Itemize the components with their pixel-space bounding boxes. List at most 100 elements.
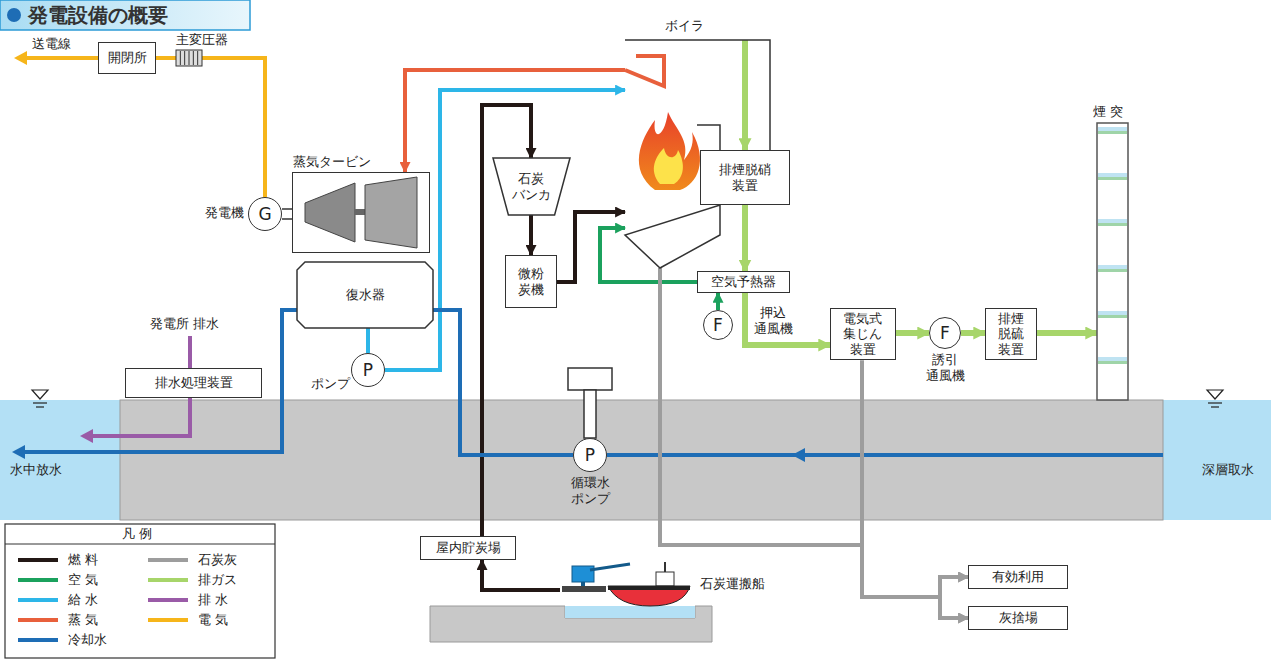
drawing-part bbox=[1098, 361, 1127, 364]
flow-connector bbox=[862, 360, 968, 597]
drawing-part bbox=[193, 51, 194, 65]
node-label: 空気予熱器 bbox=[711, 274, 776, 290]
node-label: F bbox=[713, 315, 723, 335]
drawing-part bbox=[1098, 131, 1127, 134]
condenser: 復水器 bbox=[297, 262, 433, 328]
drawing-part bbox=[1098, 127, 1127, 131]
legend-entry: 排 水 bbox=[148, 592, 273, 608]
node-caption: 発電機 bbox=[205, 205, 244, 221]
flow-connector bbox=[156, 56, 176, 60]
ground-platform bbox=[120, 400, 1163, 520]
flow-arrow bbox=[80, 429, 93, 443]
water-label: 水中放水 bbox=[10, 462, 62, 478]
node-label: F bbox=[940, 323, 950, 343]
desulfurization-box: 排煙 脱硫 装置 bbox=[985, 308, 1037, 361]
node-text-block: F bbox=[713, 315, 723, 335]
drawing-part bbox=[1098, 223, 1127, 226]
transformer-symbol: 主変圧器 bbox=[176, 50, 202, 66]
drawing-part bbox=[197, 51, 198, 65]
flow-connector bbox=[660, 268, 968, 618]
drawing-part bbox=[176, 50, 202, 66]
drawing-part bbox=[184, 51, 185, 65]
legend-box bbox=[5, 524, 275, 658]
turbine-outline bbox=[293, 173, 429, 252]
legend-text: 排ガス bbox=[198, 572, 237, 588]
fan-symbol: F押込 通風機 bbox=[703, 310, 733, 340]
drawing-part bbox=[1097, 123, 1128, 400]
node-label: 排煙脱硝 装置 bbox=[717, 162, 773, 193]
node-caption: ポンプ bbox=[311, 376, 350, 392]
legend-text: 空 気 bbox=[68, 572, 98, 588]
node-text-block: 電気式 集じん 装置 bbox=[842, 311, 885, 358]
wastewater-box: 排水処理装置 bbox=[125, 368, 262, 398]
denitration-box: 排煙脱硝 装置 bbox=[700, 150, 790, 205]
coal-ship: 石炭運搬船 bbox=[560, 558, 692, 606]
generator-symbol: G発電機 bbox=[248, 197, 282, 231]
node-caption: ボイラ bbox=[665, 18, 704, 34]
drawing-part bbox=[282, 218, 292, 220]
title-tab bbox=[0, 0, 250, 30]
steam-coil bbox=[625, 56, 664, 86]
drawing-part bbox=[590, 564, 630, 570]
node-text-block: 有効利用 bbox=[992, 569, 1044, 585]
flame bbox=[639, 112, 700, 190]
drawing-part bbox=[297, 262, 433, 328]
drawing-part bbox=[36, 406, 44, 407]
drawing-part bbox=[608, 586, 690, 606]
node-text-block: 微粉 炭機 bbox=[516, 266, 546, 297]
legend-entry: 蒸 気 bbox=[18, 612, 143, 628]
flow-connector bbox=[745, 293, 830, 345]
drawing-part bbox=[608, 586, 690, 590]
node-label: P bbox=[585, 445, 595, 465]
node-text-block: 灰捨場 bbox=[999, 610, 1038, 626]
drawing-part bbox=[180, 51, 181, 65]
sea-right bbox=[1163, 400, 1271, 520]
node-caption: 蒸気タービン bbox=[293, 154, 371, 170]
node-label: 灰捨場 bbox=[999, 610, 1038, 626]
drawing-part bbox=[1098, 315, 1127, 318]
flow-connector bbox=[482, 560, 560, 590]
pump-symbol: P循環水 ポンプ bbox=[573, 438, 607, 472]
node-caption: 石炭運搬船 bbox=[700, 576, 765, 592]
drawing-part bbox=[305, 183, 355, 242]
legend-text: 電 気 bbox=[198, 612, 228, 628]
air-preheater-box: 空気予熱器 bbox=[697, 271, 790, 293]
node-text-block: 復水器 bbox=[346, 287, 385, 303]
node-label: 排煙 脱硫 装置 bbox=[996, 311, 1026, 358]
drawing-part bbox=[1211, 406, 1219, 407]
flow-connector bbox=[742, 205, 748, 271]
flow-connector bbox=[557, 212, 625, 282]
legend-swatch bbox=[148, 598, 188, 602]
drawing-part bbox=[1098, 173, 1127, 177]
node-text-block: G bbox=[258, 204, 271, 224]
flame-core bbox=[654, 148, 683, 184]
legend-entry: 石炭灰 bbox=[148, 552, 273, 568]
drawing-part bbox=[1098, 269, 1127, 272]
pump-shaft bbox=[584, 390, 596, 438]
coal-bunker: 石炭 バンカ bbox=[493, 158, 570, 215]
flow-connector bbox=[1037, 330, 1097, 336]
line-label: 送電線 bbox=[32, 36, 71, 52]
ash-disposal-box: 灰捨場 bbox=[968, 606, 1068, 630]
drawing-part bbox=[282, 208, 292, 210]
flow-connector bbox=[433, 310, 573, 455]
drawing-part bbox=[664, 562, 666, 572]
pulverizer-box: 微粉 炭機 bbox=[505, 255, 557, 308]
legend-entry: 冷却水 bbox=[18, 632, 143, 648]
drawing-part bbox=[1098, 219, 1127, 223]
legend-swatch bbox=[148, 578, 188, 582]
node-caption: 循環水 ポンプ bbox=[569, 475, 612, 506]
drawing-part bbox=[189, 51, 190, 65]
chimney-outline bbox=[1097, 123, 1128, 400]
node-label: 有効利用 bbox=[992, 569, 1044, 585]
flow-arrow bbox=[14, 51, 27, 65]
node-label: 微粉 炭機 bbox=[516, 266, 546, 297]
node-text-block: P bbox=[585, 445, 595, 465]
legend-entry: 排ガス bbox=[148, 572, 273, 588]
switchyard-box: 開閉所 bbox=[98, 42, 156, 74]
drawing-part bbox=[581, 582, 585, 586]
node-label: 石炭 バンカ bbox=[510, 171, 553, 202]
node-label: 電気式 集じん 装置 bbox=[842, 311, 885, 358]
